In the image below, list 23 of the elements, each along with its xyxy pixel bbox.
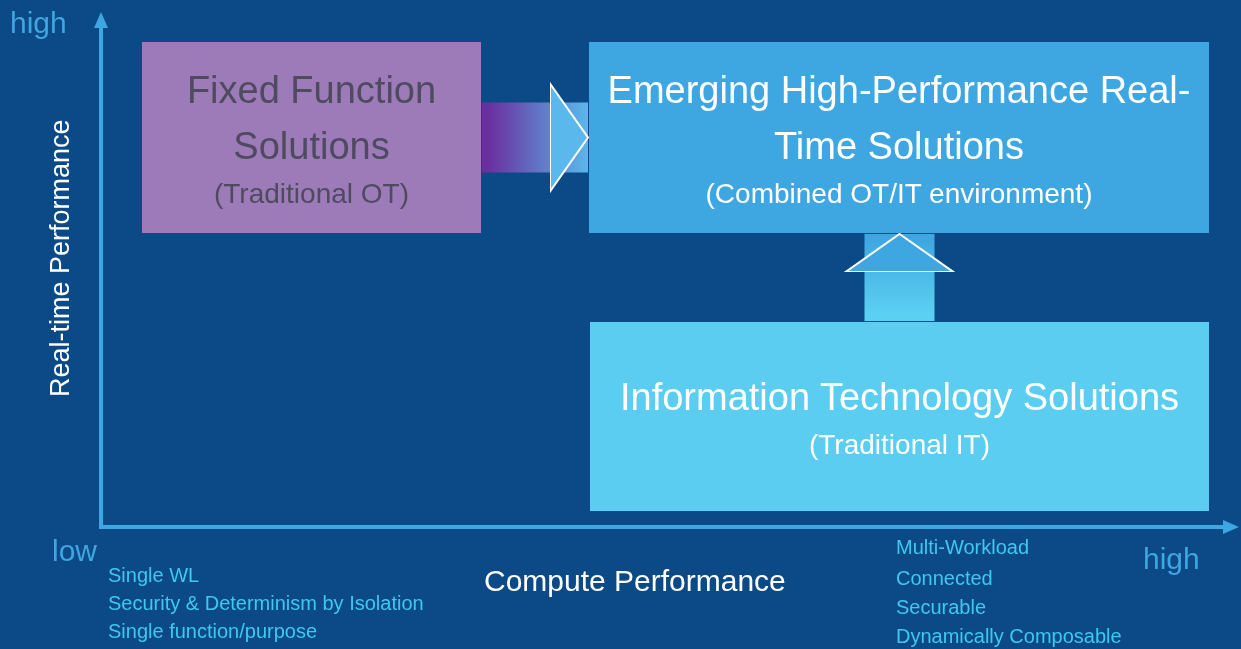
box-title: Information Technology Solutions: [619, 374, 1180, 420]
feature-note: Single function/purpose: [108, 620, 318, 643]
feature-note: Connected: [896, 567, 993, 590]
axis-title: Compute Performance: [484, 564, 786, 598]
feature-note: Security & Determinism by Isolation: [108, 592, 424, 615]
feature-note: Single WL: [108, 564, 200, 587]
feature-note: Multi-Workload: [896, 536, 1029, 559]
box-subtitle: (Combined OT/IT environment): [705, 176, 1093, 211]
box-title: Fixed Function Solutions: [185, 67, 438, 169]
solution-box: [142, 42, 481, 233]
solution-box: [589, 42, 1209, 233]
axis-title: Real-time Performance: [44, 119, 76, 397]
box-subtitle: (Traditional IT): [809, 427, 990, 462]
feature-note: Securable: [896, 596, 987, 619]
axis-end-label: high: [1143, 542, 1200, 576]
box-title: Emerging High-Performance Real-Time Solutions: [606, 67, 1192, 169]
axis-end-label: low: [52, 534, 97, 568]
feature-note: Dynamically Composable: [896, 625, 1122, 648]
box-subtitle: (Traditional OT): [214, 176, 409, 211]
solution-box: [590, 322, 1209, 511]
axis-end-label: high: [10, 6, 67, 40]
block-arrow: [482, 82, 589, 193]
block-arrow: [844, 233, 955, 321]
